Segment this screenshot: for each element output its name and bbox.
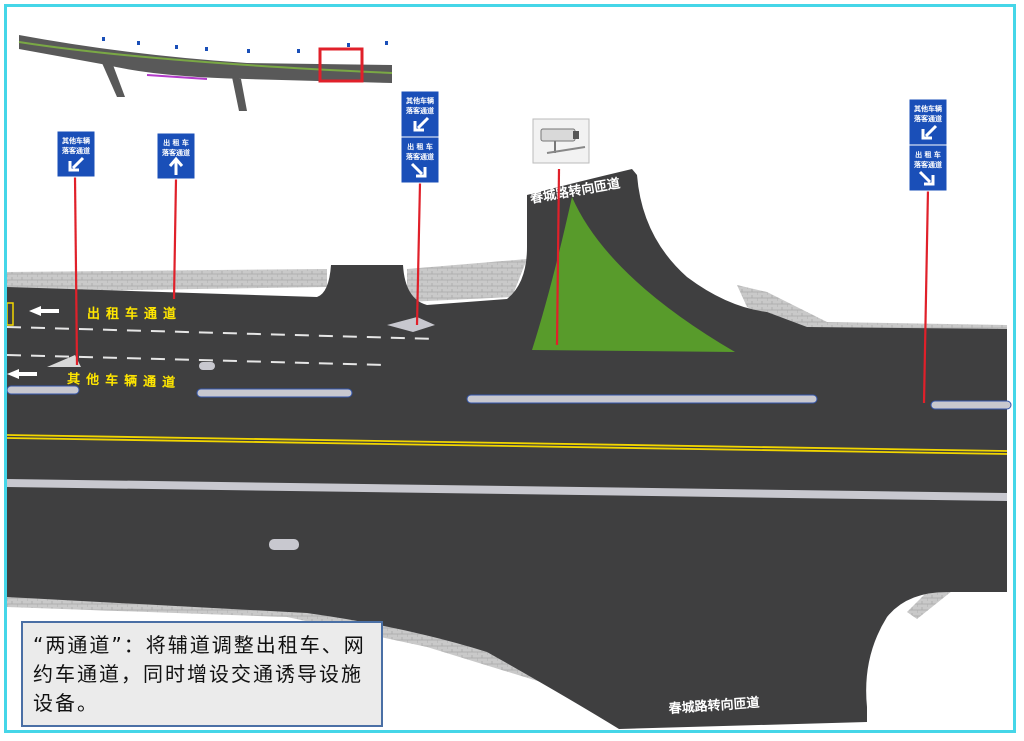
island-small xyxy=(199,362,215,370)
median-strip xyxy=(7,479,1007,501)
diagram-frame: 出租车通道 其他车辆通道 春城路转向匝道 春城路转向匝道 其他车辆 落客通道 出… xyxy=(4,4,1016,733)
green-gore-area xyxy=(532,197,735,352)
sign-stacked-right: 其他车辆 落客通道 出 租 车 落客通道 xyxy=(908,98,948,192)
sidewalk-upper-mid xyxy=(407,259,527,302)
svg-text:其他车辆: 其他车辆 xyxy=(914,104,942,113)
road-arrow-2 xyxy=(7,369,37,379)
island-3 xyxy=(466,394,818,404)
svg-text:其他车辆: 其他车辆 xyxy=(406,96,434,105)
lane-label-other: 其他车辆通道 xyxy=(67,371,182,391)
highlight-box xyxy=(318,47,364,83)
pole-4 xyxy=(555,168,561,346)
sign-stacked-left: 其他车辆 落客通道 出 租 车 落客通道 xyxy=(400,90,440,184)
sidewalk-upper-right xyxy=(737,285,1007,339)
svg-text:落客通道: 落客通道 xyxy=(914,114,942,123)
hatch-island xyxy=(387,317,435,332)
pole-3 xyxy=(415,182,422,326)
svg-text:落客通道: 落客通道 xyxy=(406,152,434,161)
pole-2 xyxy=(172,178,178,300)
svg-text:出 租 车: 出 租 车 xyxy=(915,150,941,159)
road-surface xyxy=(7,169,1007,729)
arrow-down-right-icon xyxy=(410,162,427,178)
svg-text:落客通道: 落客通道 xyxy=(914,160,942,169)
ramp-label-bottom: 春城路转向匝道 xyxy=(667,695,760,717)
stop-marker xyxy=(7,302,14,326)
arrow-down-right-icon xyxy=(918,170,935,186)
arrow-down-left-icon xyxy=(413,116,430,132)
lane-label-taxi: 出租车通道 xyxy=(87,306,182,322)
hatch-island-left xyxy=(47,355,81,367)
arrow-down-left-icon xyxy=(921,124,938,140)
island-1 xyxy=(7,385,80,395)
caption-box: “两通道”：将辅道调整出租车、网约车通道，同时增设交通诱导设施设备。 xyxy=(21,621,383,727)
sign-taxi-straight: 出 租 车 落客通道 xyxy=(156,132,196,180)
overview-map xyxy=(17,15,397,111)
arrow-up-icon xyxy=(168,156,184,175)
svg-text:落客通道: 落客通道 xyxy=(62,146,90,155)
svg-text:落客通道: 落客通道 xyxy=(162,148,190,157)
island-bottom xyxy=(269,539,299,550)
pole-1 xyxy=(73,176,79,366)
camera-icon xyxy=(532,118,590,164)
yellow-center-line-1 xyxy=(7,434,1008,452)
pole-5 xyxy=(922,188,930,404)
road-arrow-1 xyxy=(29,306,59,316)
yellow-center-line-2 xyxy=(7,437,1008,455)
svg-text:出 租 车: 出 租 车 xyxy=(163,138,189,147)
sign-other-vehicles-1: 其他车辆 落客通道 xyxy=(56,130,96,178)
svg-text:其他车辆: 其他车辆 xyxy=(62,136,90,145)
svg-text:落客通道: 落客通道 xyxy=(406,106,434,115)
svg-text:出 租 车: 出 租 车 xyxy=(407,142,433,151)
island-2 xyxy=(196,388,353,398)
island-4 xyxy=(930,400,1012,410)
sidewalk-upper-left xyxy=(7,269,327,292)
dashed-lane-line-2 xyxy=(7,354,388,366)
road-diagram: 出租车通道 其他车辆通道 春城路转向匝道 春城路转向匝道 其他车辆 落客通道 出… xyxy=(7,15,1012,729)
arrow-down-left-icon xyxy=(68,156,85,172)
